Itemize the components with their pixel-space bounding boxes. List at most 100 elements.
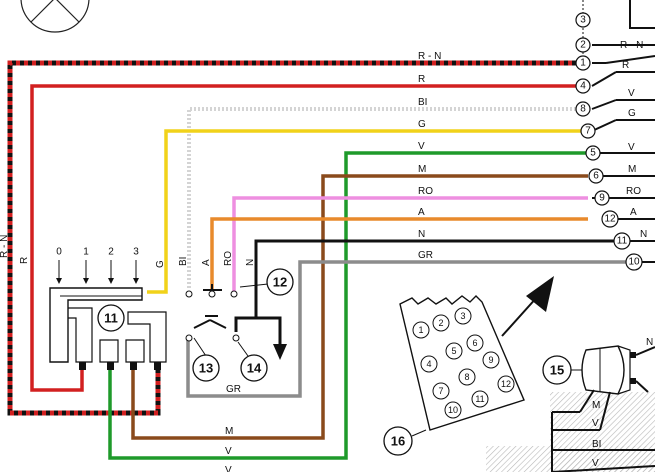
terminal-1: 1 [575,55,591,71]
svg-text:2: 2 [580,40,586,51]
lower-label-gr: GR [226,384,241,395]
svg-text:10: 10 [448,405,458,415]
svg-text:4: 4 [426,359,431,369]
terminal-11: 11 [613,232,631,250]
pin-12: 12 [497,375,515,393]
right-label-r: R [622,60,629,71]
wire-a [210,217,588,292]
callout-15: 15 [550,363,564,378]
pin-11: 11 [471,390,489,408]
callout-16: 16 [391,434,405,449]
light-switch: 12 13 14 [185,268,294,382]
lower-label-m: M [225,426,233,437]
svg-text:7: 7 [585,126,591,137]
label-n: N [418,229,425,240]
pin-10: 10 [444,401,462,419]
direction-arrow [501,276,554,337]
label-bi: BI [418,97,427,108]
right-stubs [591,44,655,263]
svg-text:9: 9 [488,355,493,365]
vlabel-g: G [155,260,166,268]
terminal-bracket [629,0,655,29]
switch-pos-3: 3 [133,247,139,258]
label-m: M [418,164,426,175]
svg-text:8: 8 [464,372,469,382]
pin-5: 5 [445,342,463,360]
terminal-12: 12 [601,210,619,228]
svg-text:7: 7 [438,386,443,396]
svg-text:6: 6 [593,171,599,182]
pin-8: 8 [458,368,476,386]
svg-text:5: 5 [451,346,456,356]
connector-16: 1 2 3 4 5 6 7 8 9 10 11 12 16 [383,295,525,456]
terminal-7: 7 [580,123,596,139]
callout-12: 12 [273,275,287,290]
pin-9: 9 [482,351,500,369]
terminal-6: 6 [588,168,604,184]
svg-text:8: 8 [580,104,586,115]
label-gr: GR [418,250,433,261]
svg-text:10: 10 [628,257,640,268]
pin-7: 7 [432,382,450,400]
lower-label-v: V [225,446,232,457]
terminal-3: 3 [575,12,591,28]
pin-4: 4 [420,355,438,373]
callout-11: 11 [104,311,118,326]
vlabel-bi: BI [178,257,189,266]
switch-pos-0: 0 [56,247,62,258]
wire-v [108,151,588,460]
svg-text:1: 1 [580,58,586,69]
right-label-m: M [628,164,636,175]
vlabel-r: R [19,257,30,264]
lamp-symbol [20,0,90,33]
lower-right-label-bi: BI [592,439,601,450]
svg-text:11: 11 [475,394,484,404]
lower-right-label-v: V [592,418,599,429]
svg-text:6: 6 [472,338,477,348]
svg-text:12: 12 [604,214,616,225]
svg-text:11: 11 [617,236,628,247]
pin-3: 3 [454,307,472,325]
device-15: 15 [486,345,655,472]
lower-right-label-n: N [646,337,653,348]
wire-m [131,174,588,440]
svg-text:5: 5 [590,148,596,159]
callout-13: 13 [199,361,213,376]
svg-text:4: 4 [580,81,586,92]
svg-text:3: 3 [460,311,465,321]
wire-g [147,129,588,294]
right-label-v: V [628,88,635,99]
callout-14: 14 [247,361,262,376]
wire-gr [186,260,628,398]
pin-2: 2 [432,314,450,332]
terminal-10: 10 [625,253,643,271]
label-v: V [418,141,425,152]
vlabel-ro: RO [223,251,234,266]
right-label-n: N [640,229,647,240]
svg-text:9: 9 [599,193,605,204]
label-rn: R - N [418,51,441,62]
right-label-ro: RO [626,186,641,197]
terminal-9: 9 [594,190,610,206]
terminal-2: 2 [575,37,591,53]
right-label-v2: V [628,142,635,153]
right-label-rn: R - N [620,40,643,51]
wire-r [30,84,588,392]
vlabel-rn: R - N [0,235,10,258]
lower-label-v-bottom: V [225,465,232,472]
svg-text:3: 3 [580,15,586,26]
vlabel-a: A [201,259,212,266]
ground-arrow [273,344,287,360]
lower-right-label-m: M [592,400,600,411]
wire-rn [7,60,588,416]
pin-1: 1 [412,321,430,339]
wire-bi [187,107,588,290]
terminal-4: 4 [575,78,591,94]
switch-pos-2: 2 [108,247,114,258]
vlabel-n: N [245,259,256,266]
wire-n-arrow [256,316,282,348]
svg-text:12: 12 [501,379,511,389]
label-a: A [418,207,425,218]
wire-ro [232,196,588,292]
svg-text:2: 2 [438,318,443,328]
